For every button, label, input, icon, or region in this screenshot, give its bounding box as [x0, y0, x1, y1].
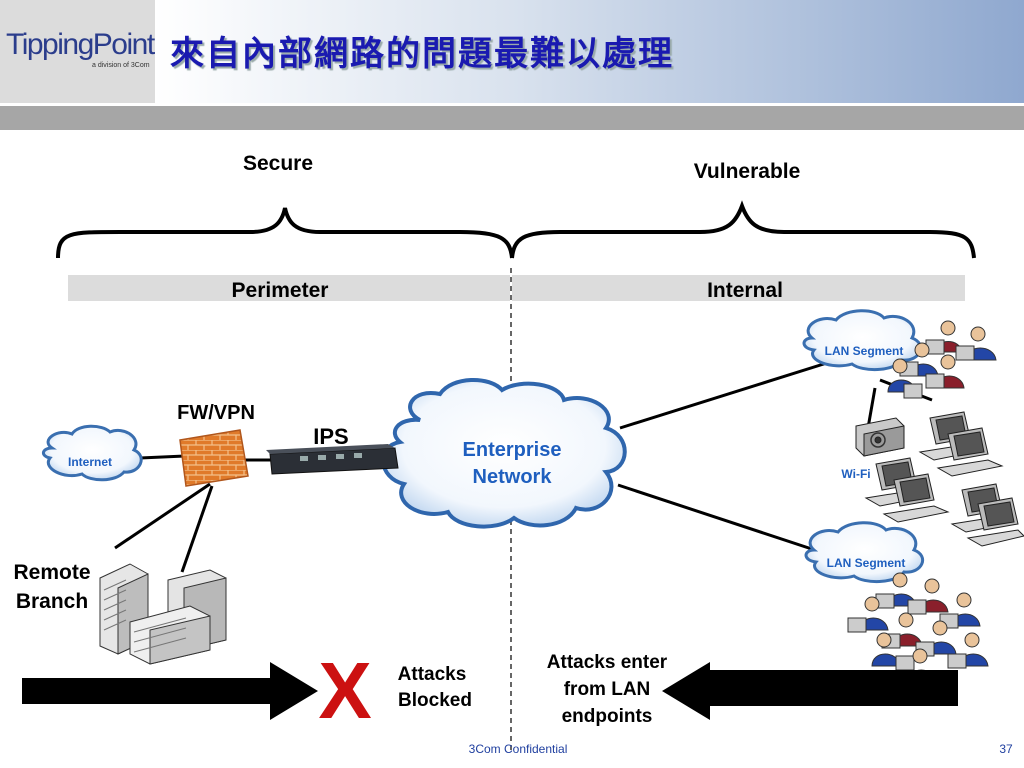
attacks-enter-line3: endpoints [562, 706, 653, 727]
slide-title: 來自內部網路的問題最難以處理 [170, 34, 674, 74]
blocked-x-mark: X [318, 646, 371, 735]
user-workstation-icon [907, 578, 949, 615]
header-divider-bar [0, 106, 1024, 130]
lan-users-top-group [887, 320, 997, 399]
vulnerable-brace [510, 200, 976, 259]
internet-cloud [42, 424, 143, 482]
attacks-blocked-line1: Attacks [398, 664, 467, 685]
user-workstation-icon [871, 632, 915, 671]
attacks-enter-line1: Attacks enter [547, 652, 668, 673]
attack-arrow-right [662, 662, 958, 720]
enterprise-network-label-line1: Enterprise [463, 439, 562, 461]
user-workstation-icon [947, 632, 989, 669]
logo-subtitle: a division of 3Com [92, 62, 150, 69]
attack-arrow-left [22, 662, 318, 720]
ips-label: IPS [313, 424, 348, 449]
user-workstation-icon [925, 354, 965, 389]
lan-segment-label-bottom: LAN Segment [827, 556, 906, 570]
header-background [0, 0, 1024, 103]
tippingpoint-logo: TippingPoint [6, 28, 155, 61]
fw-vpn-label: FW/VPN [177, 402, 255, 424]
attacks-blocked-line2: Blocked [398, 690, 472, 711]
user-workstation-icon [955, 326, 997, 361]
user-workstation-icon [915, 620, 957, 657]
enterprise-network-cloud [381, 377, 627, 529]
secure-label: Secure [243, 152, 313, 175]
lan-users-bottom-group [847, 572, 989, 687]
wifi-access-point-icon [855, 417, 905, 457]
internal-label: Internal [707, 279, 783, 302]
remote-branch-label-line2: Branch [16, 590, 88, 613]
internal-band [512, 275, 965, 301]
page-number: 37 [999, 742, 1013, 756]
wifi-laptops-group [864, 411, 1024, 547]
enterprise-network-label-line2: Network [473, 466, 553, 488]
logo-panel [0, 0, 155, 103]
wifi-label: Wi-Fi [841, 467, 870, 481]
user-workstation-icon [847, 596, 889, 633]
footer-confidential: 3Com Confidential [469, 742, 568, 756]
perimeter-label: Perimeter [232, 279, 329, 302]
attacks-enter-line2: from LAN [564, 679, 651, 700]
laptop-icon [966, 497, 1024, 547]
laptop-icon [882, 473, 950, 523]
vulnerable-label: Vulnerable [694, 160, 801, 183]
internet-label: Internet [68, 455, 112, 469]
firewall-icon [179, 429, 249, 487]
remote-branch-buildings-icon [99, 563, 227, 665]
perimeter-band [68, 275, 510, 301]
user-workstation-icon [875, 572, 917, 609]
ips-device-icon [266, 444, 399, 475]
secure-brace [56, 207, 514, 259]
remote-branch-label-line1: Remote [13, 561, 90, 584]
user-workstation-icon [887, 358, 923, 399]
lan-segment-cloud-bottom [804, 521, 925, 583]
laptop-icon [936, 427, 1004, 477]
user-workstation-icon [925, 320, 963, 355]
lan-segment-label-top: LAN Segment [825, 344, 904, 358]
